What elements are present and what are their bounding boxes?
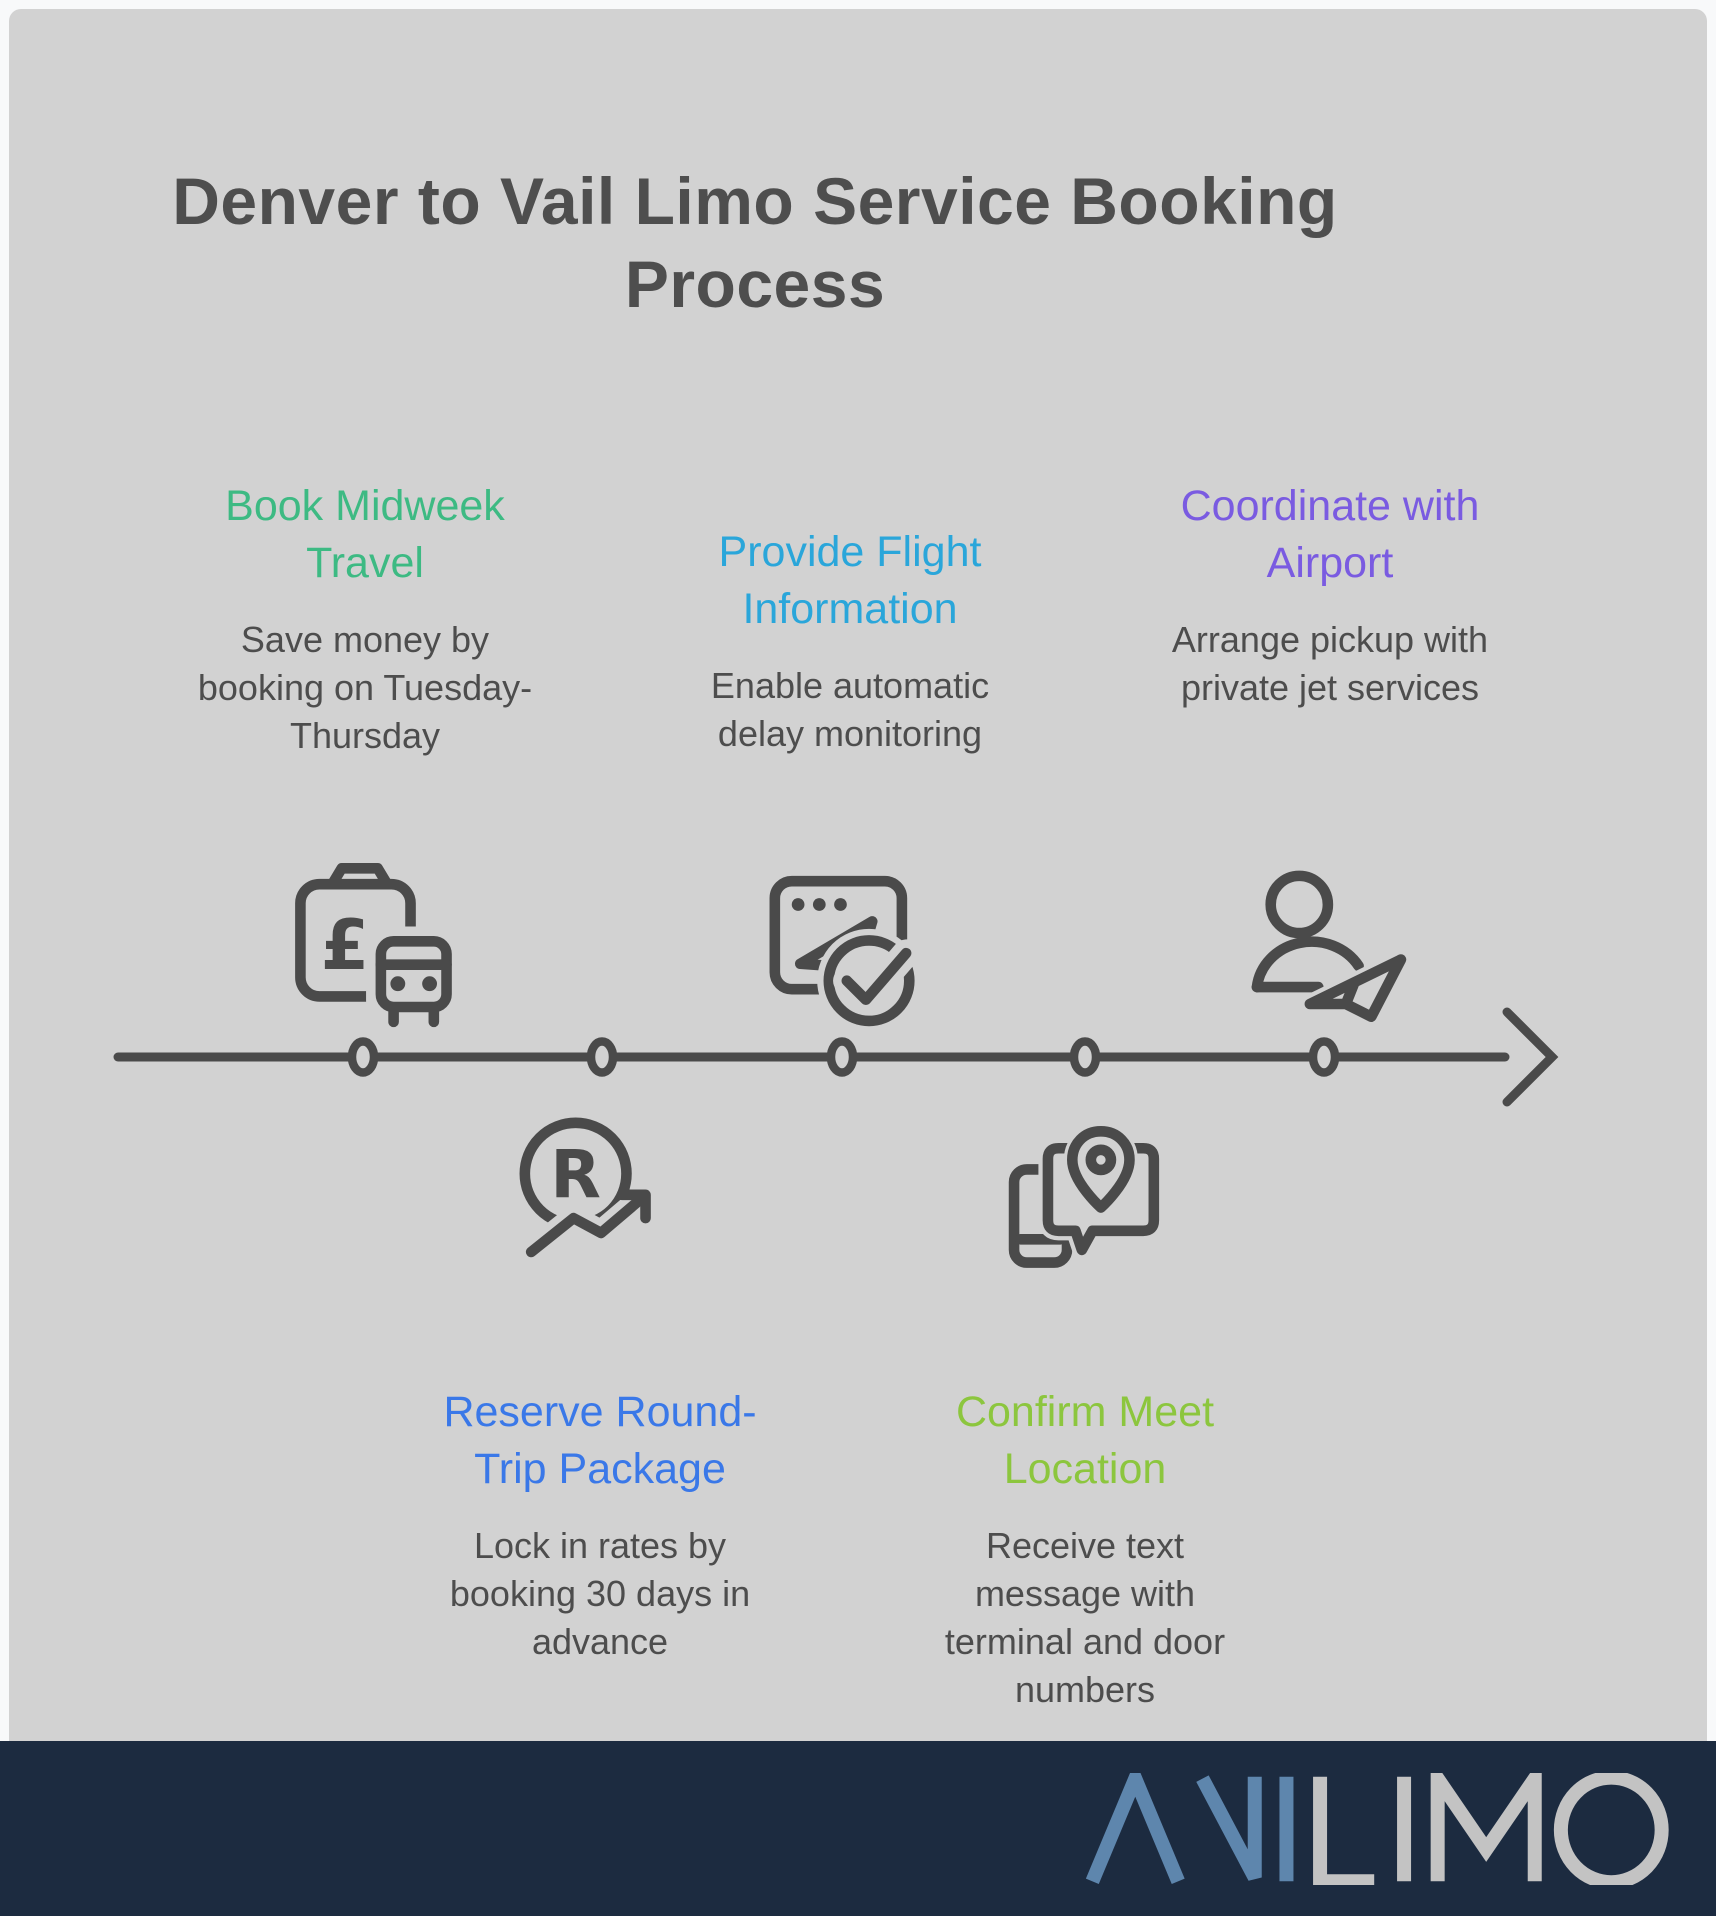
step-column-5: Confirm Meet Location Receive text messa…: [875, 1384, 1295, 1714]
step-title: Confirm Meet Location: [955, 1388, 1215, 1493]
step-description: Enable automatic delay monitoring: [710, 665, 990, 754]
step-title: Provide Flight Information: [718, 528, 982, 633]
step-column-2: Provide Flight Information Enable automa…: [640, 524, 1060, 758]
content-canvas: [9, 9, 1707, 1741]
timeline-dot: [1308, 1037, 1340, 1077]
step-description: Receive text message with terminal and d…: [944, 1525, 1226, 1710]
timeline-dot: [586, 1037, 618, 1077]
step-description: Arrange pickup with private jet services: [1171, 619, 1489, 708]
page-title: Denver to Vail Limo Service Booking Proc…: [172, 164, 1338, 321]
step-column-3: Coordinate with Airport Arrange pickup w…: [1120, 478, 1540, 712]
svg-text:£: £: [321, 905, 370, 986]
svg-text:R: R: [550, 1137, 601, 1213]
location-message-phone-icon: [995, 1108, 1175, 1288]
timeline-arrow: [113, 1007, 1559, 1107]
rates-trending-up-icon: R: [510, 1108, 690, 1288]
step-description: Lock in rates by booking 30 days in adva…: [449, 1525, 751, 1662]
flight-booking-check-icon: [760, 860, 940, 1040]
suitcase-fare-bus-icon: £: [275, 863, 455, 1043]
step-column-1: Book Midweek Travel Save money by bookin…: [155, 478, 575, 760]
timeline-dot: [347, 1037, 379, 1077]
step-title: Reserve Round-Trip Package: [443, 1388, 757, 1493]
timeline-dot: [1069, 1037, 1101, 1077]
traveler-plane-icon: [1240, 860, 1420, 1040]
brand-logo: [1085, 1772, 1669, 1885]
step-title: Coordinate with Airport: [1180, 482, 1480, 587]
footer-bar: [0, 1741, 1716, 1916]
step-title: Book Midweek Travel: [225, 482, 505, 587]
step-description: Save money by booking on Tuesday-Thursda…: [197, 619, 533, 756]
step-column-4: Reserve Round-Trip Package Lock in rates…: [390, 1384, 810, 1666]
timeline-dot: [826, 1037, 858, 1077]
